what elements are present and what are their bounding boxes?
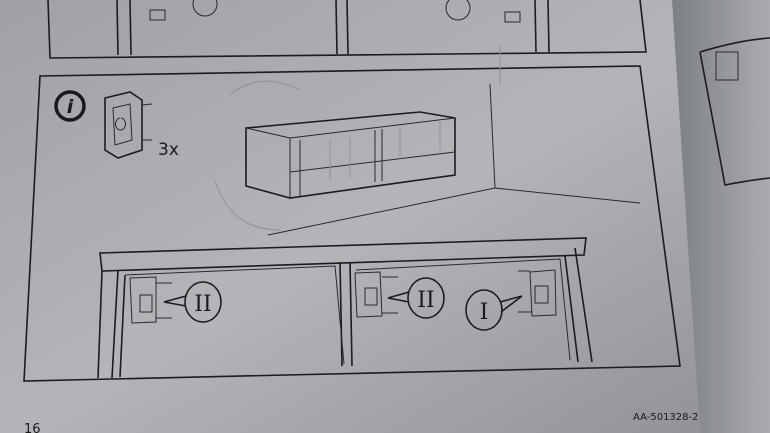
svg-text:i: i [67,96,74,118]
svg-text:II: II [194,292,211,317]
step-panel: i 3x [23,45,681,382]
quantity-label: 3x [158,140,179,160]
svg-text:I: I [480,300,489,325]
next-page-panel [699,37,770,186]
previous-step-panels [47,0,647,59]
shelf-unit-illustration [245,111,456,199]
bracket-part-illustration [104,91,153,159]
callout-ii-left: II [163,281,222,323]
info-icon: i [54,90,86,122]
room-wall-lines [267,83,641,236]
callout-i-right: I [465,289,523,331]
detail-view-illustration [97,237,593,379]
faint-background-lines [214,45,501,231]
page-number: 16 [24,422,41,433]
document-code: AA-501328-2 [633,412,699,423]
svg-text:II: II [417,288,434,313]
next-page-edge [672,0,770,433]
callout-ii-middle: II [387,277,445,319]
